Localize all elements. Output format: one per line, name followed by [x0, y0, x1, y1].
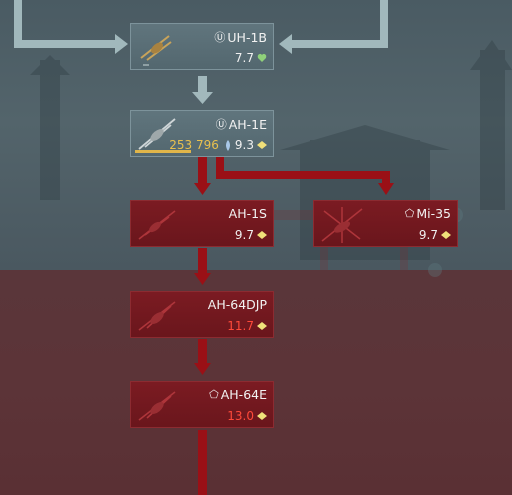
battle-rating: 9.7 — [419, 228, 451, 242]
rank-diamond-icon — [257, 412, 267, 420]
helicopter-thumbnail — [321, 207, 363, 243]
helicopter-thumbnail — [138, 118, 176, 150]
vehicle-card-uh-1b[interactable]: Ⓤ UH-1B 7.7 — [130, 23, 274, 70]
vehicle-name: Ⓤ AH-1E — [215, 116, 267, 132]
vehicle-card-ah-64djp[interactable]: AH-64DJP 11.7 — [130, 291, 274, 338]
battle-rating: 11.7 — [227, 319, 267, 333]
helicopter-thumbnail — [138, 210, 176, 240]
research-points-icon — [225, 139, 230, 151]
helicopter-thumbnail — [138, 301, 176, 331]
vehicle-card-ah-1e[interactable]: Ⓤ AH-1E 253 796 9.3 — [130, 110, 274, 157]
vehicle-name: ⬠ AH-64E — [209, 387, 267, 402]
vehicle-card-ah-1s[interactable]: AH-1S 9.7 — [130, 200, 274, 247]
vehicle-name: AH-1S — [228, 206, 267, 221]
helicopter-thumbnail — [140, 35, 172, 66]
vehicle-card-mi-35[interactable]: ⬠ Mi-35 9.7 — [313, 200, 458, 247]
battle-rating: 13.0 — [227, 409, 267, 423]
research-cost: 253 796 — [169, 138, 219, 152]
rank-diamond-icon — [257, 231, 267, 239]
research-progress-bar — [135, 150, 191, 153]
battle-rating: 253 796 9.3 — [169, 138, 267, 152]
vehicle-card-ah-64e[interactable]: ⬠ AH-64E 13.0 — [130, 381, 274, 428]
nation-icon: ⬠ — [209, 388, 219, 401]
battle-rating: 9.7 — [235, 228, 267, 242]
rank-diamond-icon — [257, 322, 267, 330]
rank-diamond-icon — [441, 231, 451, 239]
nation-icon: ⬠ — [404, 207, 415, 220]
helicopter-thumbnail — [138, 391, 176, 421]
vehicle-name: Ⓤ UH-1B — [214, 29, 267, 45]
nation-icon: Ⓤ — [214, 31, 226, 44]
battle-rating: 7.7 — [235, 51, 267, 65]
rank-diamond-icon — [257, 141, 267, 149]
vehicle-name: AH-64DJP — [207, 297, 267, 312]
nation-icon: Ⓤ — [215, 118, 227, 131]
spare-icon — [257, 53, 267, 62]
vehicle-name: ⬠ Mi-35 — [404, 206, 451, 221]
